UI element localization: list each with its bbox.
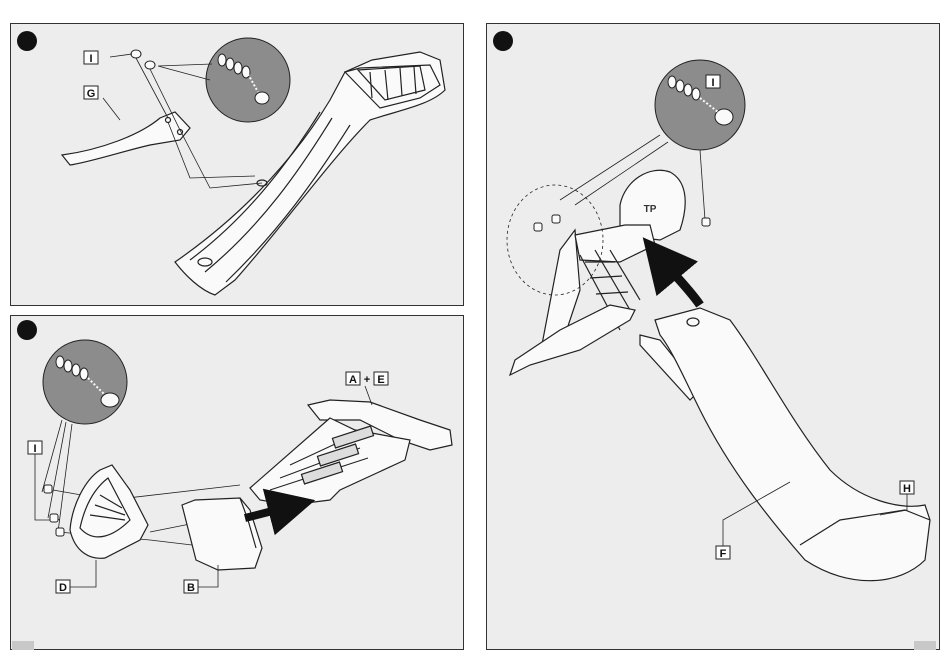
- label-text: I: [711, 77, 714, 89]
- brand-mark: TP: [644, 204, 657, 215]
- label-text: I: [89, 53, 92, 65]
- label-text: G: [87, 88, 96, 100]
- label-i-bottom: I: [28, 441, 42, 455]
- slide-attach-arrow: [660, 258, 700, 305]
- label-i-top: I: [84, 51, 98, 65]
- zoom-circle-bottom-left: [43, 340, 127, 424]
- label-text: F: [720, 548, 727, 560]
- label-text: I: [33, 443, 36, 455]
- label-a-plus-e: A + E: [346, 372, 388, 405]
- label-i-right: I: [706, 75, 720, 89]
- bolt-i-top: [131, 50, 155, 69]
- slide-f-part: [655, 308, 930, 581]
- label-b: B: [184, 565, 218, 594]
- zoom-circle-top-left: [158, 38, 290, 122]
- ladder-ae-part: [250, 400, 452, 505]
- label-text: A: [349, 374, 357, 386]
- label-text: +: [364, 374, 370, 386]
- label-d: D: [56, 560, 96, 594]
- slide-frame-assembly: [510, 170, 700, 400]
- support-g-part: [62, 112, 190, 165]
- label-text: B: [187, 582, 195, 594]
- label-text: E: [377, 374, 384, 386]
- label-text: H: [903, 483, 911, 495]
- side-d-part: [70, 465, 148, 558]
- label-g: G: [84, 86, 98, 100]
- zoom-circle-right: [655, 60, 745, 150]
- label-text: D: [59, 582, 67, 594]
- insert-arrow-bottom: [245, 506, 292, 518]
- platform-b-part: [182, 498, 262, 570]
